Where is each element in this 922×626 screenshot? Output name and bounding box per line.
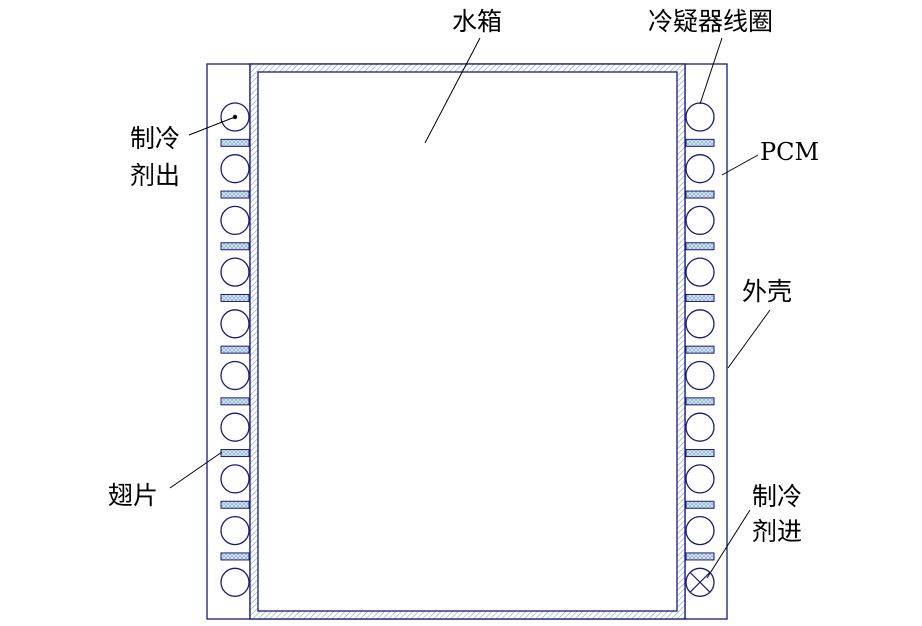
right-fin xyxy=(685,190,715,199)
right-fin xyxy=(685,242,715,251)
leader-refrigerant-in xyxy=(706,509,751,579)
left-coil-tube xyxy=(220,360,250,391)
left-fin xyxy=(220,242,250,251)
label-refrigerant-in-2: 剂进 xyxy=(752,517,802,546)
left-coil-tube xyxy=(220,412,250,442)
left-fin xyxy=(220,190,250,199)
refrigerant-out-dot xyxy=(232,114,238,120)
left-fin xyxy=(220,138,250,147)
refrigerant-in-cross-icon xyxy=(689,572,711,593)
left-fin xyxy=(220,397,250,406)
right-fin xyxy=(685,293,715,302)
right-fin xyxy=(685,552,715,561)
right-coil-tube xyxy=(685,102,715,132)
right-coil-tube xyxy=(685,205,715,236)
label-refrigerant-out-2: 剂出 xyxy=(130,161,180,190)
label-pcm: PCM xyxy=(760,138,819,166)
leader-condenser-coil xyxy=(699,37,723,105)
right-coil-tube xyxy=(685,257,715,287)
right-coil-tube xyxy=(685,464,715,494)
left-coil-tube xyxy=(220,309,250,339)
right-fin xyxy=(685,449,715,458)
right-fin xyxy=(685,397,715,406)
left-fin xyxy=(220,345,250,354)
leader-refrigerant-out xyxy=(188,116,236,136)
label-condenser-coil: 冷疑器线圈 xyxy=(648,7,773,36)
left-coil-tube xyxy=(220,567,250,597)
right-coil-tube xyxy=(685,412,715,442)
left-fin xyxy=(220,449,250,458)
label-shell: 外壳 xyxy=(742,277,792,306)
leader-water-tank xyxy=(424,37,481,144)
label-fin: 翅片 xyxy=(108,481,158,510)
water-tank-wall xyxy=(249,63,686,620)
label-water-tank: 水箱 xyxy=(452,7,502,36)
label-refrigerant-in-1: 制冷 xyxy=(752,482,802,511)
leader-pcm xyxy=(721,154,759,176)
left-fin xyxy=(220,293,250,302)
right-fin xyxy=(685,138,715,147)
right-coil-column xyxy=(685,102,715,597)
left-coil-column xyxy=(220,102,250,597)
left-coil-tube xyxy=(220,257,250,287)
right-fin xyxy=(685,345,715,354)
leader-fin xyxy=(169,451,223,489)
left-fin xyxy=(220,552,250,561)
right-coil-tube xyxy=(685,309,715,339)
right-coil-tube xyxy=(685,154,715,184)
left-coil-tube xyxy=(220,154,250,184)
leader-shell xyxy=(727,309,771,369)
left-fin xyxy=(220,500,250,509)
left-coil-tube xyxy=(220,205,250,236)
left-fin-column xyxy=(220,138,250,561)
left-coil-tube xyxy=(220,515,250,546)
right-coil-tube xyxy=(685,360,715,391)
left-coil-tube xyxy=(220,464,250,494)
right-coil-tube xyxy=(685,515,715,546)
right-fin xyxy=(685,500,715,509)
label-refrigerant-out-1: 制冷 xyxy=(130,124,180,153)
right-fin-column xyxy=(685,138,715,561)
